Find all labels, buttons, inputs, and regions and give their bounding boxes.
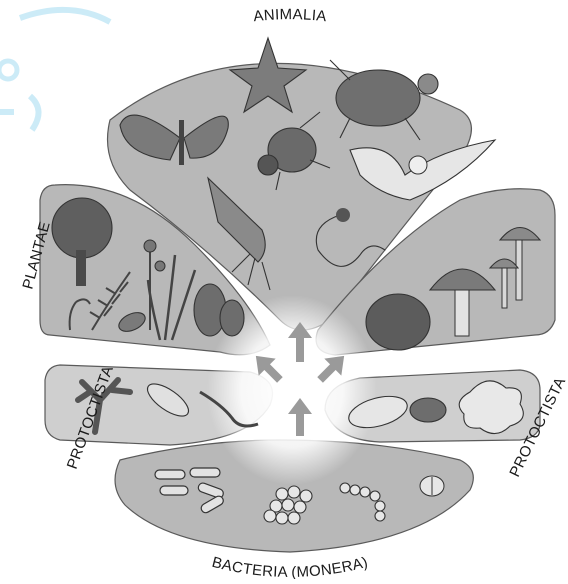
foraminifera-icon bbox=[410, 398, 446, 422]
mould-icon bbox=[366, 294, 430, 350]
watermark-logo bbox=[0, 10, 110, 130]
animalia-label: ANIMALIA bbox=[252, 6, 327, 25]
diplococcus-icon bbox=[420, 476, 444, 496]
bacteria-label: BACTERIA (MONERA) bbox=[210, 554, 370, 579]
